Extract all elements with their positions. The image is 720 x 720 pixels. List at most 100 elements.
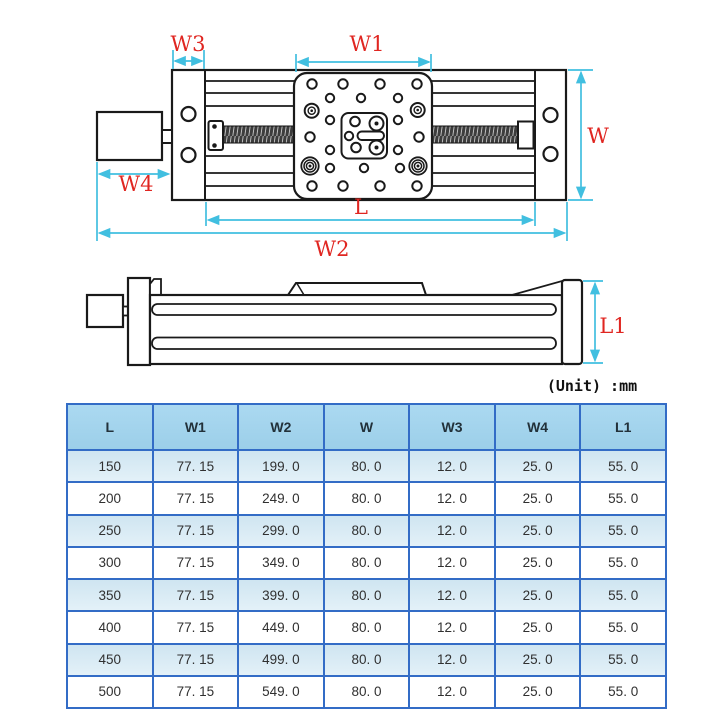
table-cell: 25. 0 [493,513,582,548]
table-cell: 499. 0 [237,642,325,677]
table-cell: 12. 0 [408,448,496,484]
table-cell: 77. 15 [151,674,240,710]
label-l1: L1 [599,314,626,338]
table-cell: 25. 0 [493,481,582,516]
table-cell: 77. 15 [151,642,240,677]
side-view [85,276,584,367]
column-header: W [322,403,411,451]
side-carriage-edge-line [296,283,305,296]
label-l: L [354,195,368,219]
table-cell: 449. 0 [237,610,325,645]
dim-w4 [96,162,171,241]
top-view-dimensions [96,50,593,241]
table-cell: 200 [66,481,154,516]
table-cell: 55. 0 [579,674,667,710]
dim-w1 [295,54,432,72]
table-cell: 55. 0 [579,610,667,645]
table-cell: 55. 0 [579,545,667,581]
table-cell: 450 [66,642,154,677]
table-cell: 400 [66,610,154,645]
table-cell: 500 [66,674,154,710]
side-rail-lower [151,336,557,350]
table-cell: 250 [66,513,154,548]
table-cell: 77. 15 [151,610,240,645]
carriage-plate-holes [304,78,425,192]
table-cell: 25. 0 [493,610,582,645]
column-header: L [66,403,154,451]
table-cell: 25. 0 [493,448,582,484]
table-cell: 80. 0 [322,577,411,613]
table-cell: 25. 0 [493,674,582,710]
table-cell: 25. 0 [493,642,582,677]
column-header: L1 [579,403,667,451]
side-left-wedge [149,278,162,296]
table-cell: 12. 0 [408,577,496,613]
side-right-end-cap [560,278,584,366]
table-cell: 199. 0 [237,448,325,484]
top-view [95,68,568,202]
label-w4: W4 [119,172,154,196]
side-carriage-plate [286,282,428,296]
dim-w2 [97,202,568,241]
linear-stage-technical-drawing: W3 W1 W W4 L W2 L1 (Unit) [85,32,637,395]
table-cell: 80. 0 [322,610,411,645]
label-w: W [587,124,609,148]
table-cell: 12. 0 [408,642,496,677]
table-cell: 12. 0 [408,481,496,516]
column-header: W2 [237,403,325,451]
motor-top [95,110,173,162]
table-cell: 55. 0 [579,448,667,484]
dim-w [568,69,593,201]
label-w2: W2 [315,237,350,261]
table-cell: 77. 15 [151,481,240,516]
table-cell: 77. 15 [151,545,240,581]
table-cell: 55. 0 [579,481,667,516]
table-cell: 399. 0 [237,577,325,613]
end-plate-holes [180,105,559,164]
table-cell: 80. 0 [322,481,411,516]
unit-note: (Unit) :mm [547,377,637,395]
bearing-bosses [300,156,428,176]
table-cell: 55. 0 [579,577,667,613]
table-cell: 150 [66,448,154,484]
table-cell: 12. 0 [408,545,496,581]
table-cell: 80. 0 [322,513,411,548]
table-cell: 80. 0 [322,674,411,710]
side-right-wedge [511,279,563,296]
countersunk-holes [303,102,426,119]
label-w3: W3 [171,32,206,56]
column-header: W1 [151,403,240,451]
side-left-end-cap [126,276,152,367]
table-cell: 80. 0 [322,642,411,677]
carriage-plate [292,71,434,201]
side-motor [85,293,125,329]
table-cell: 349. 0 [237,545,325,581]
dim-w3 [172,50,205,69]
table-cell: 77. 15 [151,448,240,484]
table-cell: 77. 15 [151,513,240,548]
table-cell: 25. 0 [493,577,582,613]
table-cell: 25. 0 [493,545,582,581]
table-cell: 300 [66,545,154,581]
table-cell: 77. 15 [151,577,240,613]
table-cell: 80. 0 [322,545,411,581]
table-cell: 55. 0 [579,642,667,677]
table-cell: 80. 0 [322,448,411,484]
table-cell: 12. 0 [408,610,496,645]
side-rail-upper [151,303,557,316]
side-view-dimensions [583,280,603,364]
table-cell: 299. 0 [237,513,325,548]
column-header: W3 [408,403,496,451]
table-cell: 249. 0 [237,481,325,516]
